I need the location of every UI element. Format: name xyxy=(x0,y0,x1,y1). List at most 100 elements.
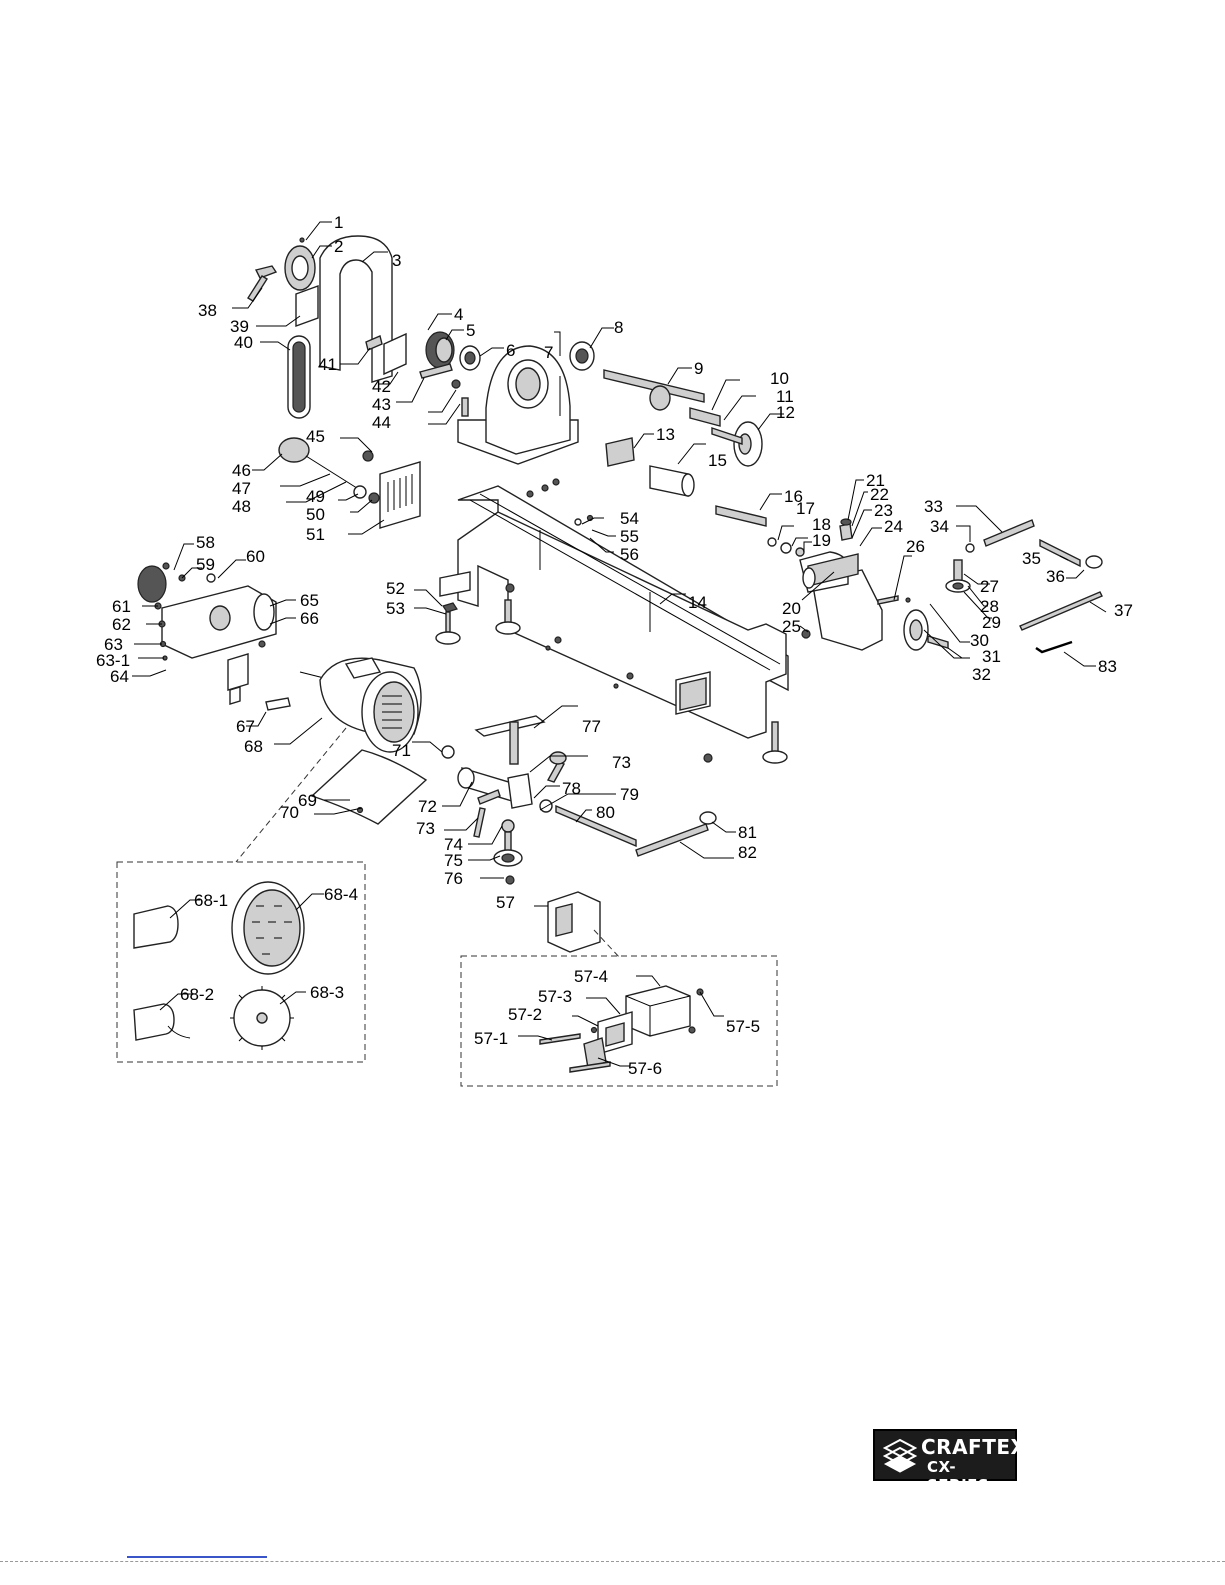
callout-32: 32 xyxy=(972,665,991,684)
callout-5: 5 xyxy=(466,321,475,340)
callout-57-3: 57-3 xyxy=(538,987,572,1006)
motor-mount-group xyxy=(137,562,277,705)
headstock-group xyxy=(247,235,767,527)
callout-49: 49 xyxy=(306,487,325,506)
callout-33: 33 xyxy=(924,497,943,516)
callout-41: 41 xyxy=(318,355,337,374)
callout-57-5: 57-5 xyxy=(726,1017,760,1036)
tool-rest-group xyxy=(441,715,717,885)
callout-57-2: 57-2 xyxy=(508,1005,542,1024)
callout-67: 67 xyxy=(236,717,255,736)
callout-82: 82 xyxy=(738,843,757,862)
callout-68-3: 68-3 xyxy=(310,983,344,1002)
switch-group xyxy=(460,891,778,1087)
callout-53: 53 xyxy=(386,599,405,618)
logo-brand-text: CRAFTEX xyxy=(921,1435,1027,1459)
callout-56: 56 xyxy=(620,545,639,564)
callout-72: 72 xyxy=(418,797,437,816)
leader-lines xyxy=(132,221,1107,1067)
callout-61: 61 xyxy=(112,597,131,616)
callout-24: 24 xyxy=(884,517,903,536)
callout-31: 31 xyxy=(982,647,1001,666)
callout-69: 69 xyxy=(298,791,317,810)
callout-74: 74 xyxy=(444,835,463,854)
callout-30: 30 xyxy=(970,631,989,650)
callout-1: 1 xyxy=(334,213,343,232)
callout-20: 20 xyxy=(782,599,801,618)
callout-70: 70 xyxy=(280,803,299,822)
callout-63: 63 xyxy=(104,635,123,654)
callout-labels: 1 2 3 4 5 6 7 8 9 10 11 12 13 14 15 16 1… xyxy=(96,213,1133,1078)
callout-12: 12 xyxy=(776,403,795,422)
callout-75: 75 xyxy=(444,851,463,870)
callout-57-4: 57-4 xyxy=(574,967,608,986)
callout-83: 83 xyxy=(1098,657,1117,676)
callout-64: 64 xyxy=(110,667,129,686)
callout-36: 36 xyxy=(1046,567,1065,586)
callout-55: 55 xyxy=(620,527,639,546)
leveling-feet xyxy=(435,583,788,764)
callout-65: 65 xyxy=(300,591,319,610)
callout-46: 46 xyxy=(232,461,251,480)
callout-2: 2 xyxy=(334,237,343,256)
callout-44: 44 xyxy=(372,413,391,432)
callout-34: 34 xyxy=(930,517,949,536)
callout-38: 38 xyxy=(198,301,217,320)
callout-10: 10 xyxy=(770,369,789,388)
callout-16: 16 xyxy=(784,487,803,506)
callout-42: 42 xyxy=(372,377,391,396)
logo-series-text: CX-SERIES xyxy=(927,1458,990,1494)
callout-25: 25 xyxy=(782,617,801,636)
speed-plate-group xyxy=(278,437,421,529)
callout-19: 19 xyxy=(812,531,831,550)
callout-37: 37 xyxy=(1114,601,1133,620)
callout-73-lower: 73 xyxy=(416,819,435,838)
lathe-bed xyxy=(439,478,789,739)
callout-58: 58 xyxy=(196,533,215,552)
callout-27: 27 xyxy=(980,577,999,596)
callout-62: 62 xyxy=(112,615,131,634)
callout-48: 48 xyxy=(232,497,251,516)
callout-57-1: 57-1 xyxy=(474,1029,508,1048)
callout-57-6: 57-6 xyxy=(628,1059,662,1078)
callout-22: 22 xyxy=(870,485,889,504)
callout-68-4: 68-4 xyxy=(324,885,358,904)
callout-26: 26 xyxy=(906,537,925,556)
callout-68-2: 68-2 xyxy=(180,985,214,1004)
footer-link-underline[interactable] xyxy=(127,1556,267,1558)
callout-47: 47 xyxy=(232,479,251,498)
craftex-logo-icon xyxy=(883,1438,917,1473)
callout-51: 51 xyxy=(306,525,325,544)
callout-73-upper: 73 xyxy=(612,753,631,772)
callout-13: 13 xyxy=(656,425,675,444)
callout-45: 45 xyxy=(306,427,325,446)
callout-77: 77 xyxy=(582,717,601,736)
callout-17: 17 xyxy=(796,499,815,518)
callout-21: 21 xyxy=(866,471,885,490)
page-footer-divider xyxy=(0,1561,1225,1562)
callout-23: 23 xyxy=(874,501,893,520)
callout-6: 6 xyxy=(506,341,515,360)
callout-52: 52 xyxy=(386,579,405,598)
callout-39: 39 xyxy=(230,317,249,336)
callout-3: 3 xyxy=(392,251,401,270)
callout-18: 18 xyxy=(812,515,831,534)
callout-76: 76 xyxy=(444,869,463,888)
callout-71: 71 xyxy=(392,741,411,760)
callout-68-1: 68-1 xyxy=(194,891,228,910)
callout-35: 35 xyxy=(1022,549,1041,568)
callout-9: 9 xyxy=(694,359,703,378)
callout-11: 11 xyxy=(776,387,794,406)
callout-29: 29 xyxy=(982,613,1001,632)
callout-68: 68 xyxy=(244,737,263,756)
callout-40: 40 xyxy=(234,333,253,352)
motor-parts-inset xyxy=(116,861,366,1063)
callout-15: 15 xyxy=(708,451,727,470)
callout-14: 14 xyxy=(688,593,707,612)
callout-60: 60 xyxy=(246,547,265,566)
callout-81: 81 xyxy=(738,823,757,842)
callout-57: 57 xyxy=(496,893,515,912)
callout-63-1: 63-1 xyxy=(96,651,130,670)
motor-group xyxy=(235,657,428,863)
